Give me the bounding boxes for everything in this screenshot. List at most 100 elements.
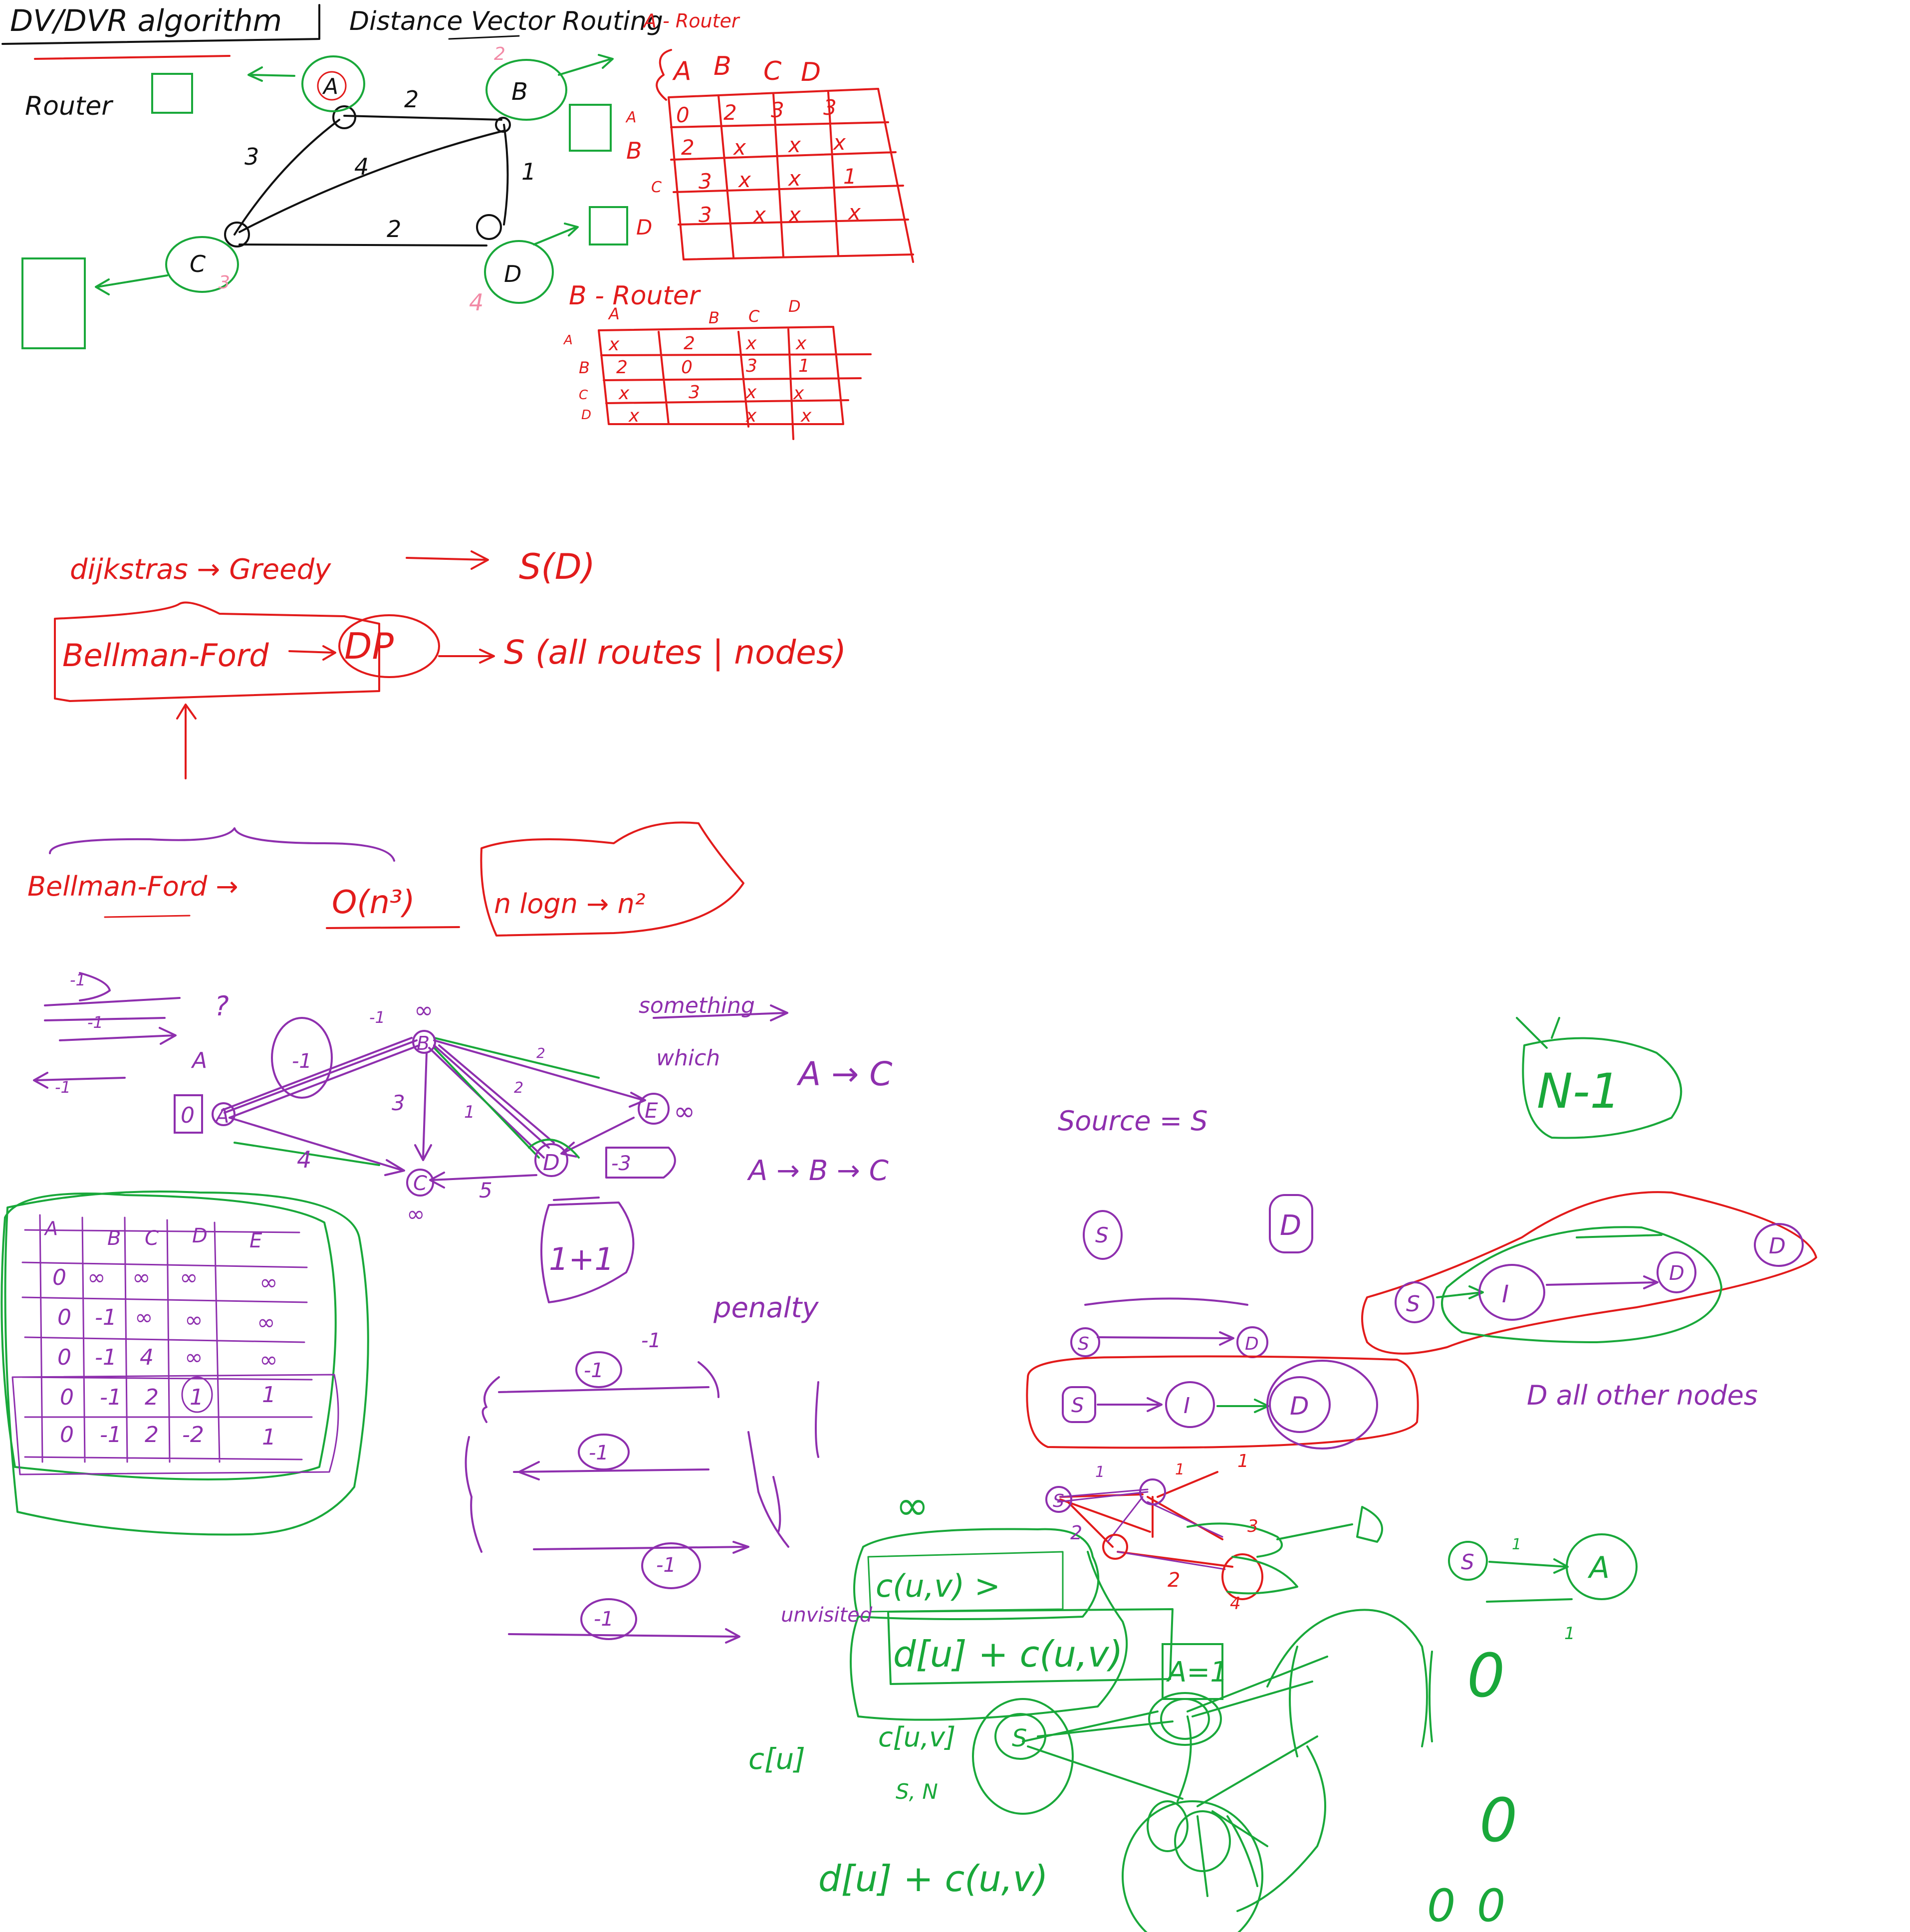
b-cell: 2 xyxy=(684,333,695,354)
node-c-value: ∞ xyxy=(407,1202,425,1227)
d-outer-3 xyxy=(1266,1360,1378,1449)
node-a-circle xyxy=(301,55,365,112)
i-label-3: I xyxy=(1184,1393,1190,1419)
node-b-neg xyxy=(412,1030,436,1054)
sid-red-box xyxy=(1026,1355,1419,1449)
router-label: Router xyxy=(25,91,114,121)
edge-d-c-neg xyxy=(429,1172,537,1189)
relax-outer-loop xyxy=(850,1551,1128,1721)
b-cell: 3 xyxy=(746,356,757,376)
edge-label-ac: 3 xyxy=(244,143,259,170)
edge-a-c-neg xyxy=(229,1117,405,1176)
node-c-neg-label: C xyxy=(413,1172,427,1195)
algorithm-comparison: dijkstras → Greedy S(D) Bellman-Ford DP … xyxy=(27,546,846,937)
node-d-neg xyxy=(534,1143,568,1177)
edge-be-weight: 2 xyxy=(536,1045,545,1061)
d-label-2: D xyxy=(1245,1334,1259,1354)
dp-cell: -1 xyxy=(100,1422,122,1448)
green-network xyxy=(1022,1609,1428,1912)
edge-label-ab: 2 xyxy=(404,86,419,113)
node-d-value: -3 xyxy=(611,1152,631,1175)
a-cell: 2 xyxy=(723,100,737,125)
b-row-a: A xyxy=(563,333,573,348)
edge-label-cd: 2 xyxy=(387,216,401,242)
dp-cell: ∞ xyxy=(185,1307,203,1333)
a-table-grid xyxy=(668,88,914,263)
a-cell: 2 xyxy=(681,135,695,160)
b-pink-number: 2 xyxy=(494,44,505,64)
s-circle xyxy=(1083,1210,1123,1260)
note-a: A xyxy=(191,1048,207,1073)
sid-green-loop xyxy=(1441,1226,1722,1343)
b-cell: x xyxy=(608,334,620,355)
dp-cell: ∞ xyxy=(135,1305,153,1330)
s-label-4: S xyxy=(1406,1291,1420,1317)
note-minus-one: -1 xyxy=(641,1329,661,1352)
sa-weight-top: 1 xyxy=(1512,1536,1521,1553)
b-col-c: C xyxy=(748,307,760,326)
node-d-arrow xyxy=(533,223,579,245)
node-d-neg-label: D xyxy=(543,1150,560,1176)
small-weight: 4 xyxy=(1230,1594,1241,1614)
sa-a-label: A xyxy=(1587,1550,1610,1585)
note-all-other-nodes: D all other nodes xyxy=(1527,1380,1758,1411)
edge-e-d-neg xyxy=(560,1117,635,1158)
a-cell: 3 xyxy=(699,203,712,227)
green-s-outer xyxy=(972,1698,1074,1815)
a-col-c: C xyxy=(763,56,782,86)
note-a-to-c: A → C xyxy=(796,1055,893,1093)
s-label-3: S xyxy=(1071,1394,1084,1417)
a-cell: x xyxy=(832,130,846,155)
edge-label-cb: 4 xyxy=(354,153,369,180)
dp-table: A B C D E xyxy=(0,1191,369,1536)
dp-table-grid xyxy=(21,1214,313,1463)
a-col-a: A xyxy=(672,56,692,86)
a-cell: 3 xyxy=(771,98,784,122)
note-penalty: penalty xyxy=(713,1292,819,1324)
i-circle-3 xyxy=(1165,1381,1215,1428)
brace-circle-4 xyxy=(580,1598,637,1640)
b-row-c: C xyxy=(579,388,588,403)
dp-cell: 2 xyxy=(145,1385,159,1410)
note-d-formula: d[u] + c(u,v) xyxy=(818,1858,1048,1900)
node-b-dot xyxy=(495,117,511,133)
s-to-i-arrow xyxy=(1097,1397,1163,1412)
b-row-d: D xyxy=(581,408,591,423)
d-label-4a: D xyxy=(1669,1262,1684,1285)
small-graph-green xyxy=(1187,1506,1383,1595)
router-box-b xyxy=(569,104,612,152)
zero-mark: 0 xyxy=(1479,1786,1517,1856)
dp-cell: ∞ xyxy=(185,1345,203,1370)
a-router-table: A - Router A B C D A B C D xyxy=(625,10,914,263)
d-label-4b: D xyxy=(1769,1233,1786,1259)
sa-s-node xyxy=(1448,1541,1488,1581)
brace-value: -1 xyxy=(584,1359,604,1382)
a-router-title: A - Router xyxy=(642,10,740,32)
node-a-dot xyxy=(332,105,356,129)
dp-header: E xyxy=(249,1229,262,1252)
edge-c-d xyxy=(239,243,487,246)
small-s-label: S xyxy=(1053,1491,1064,1511)
bellman-arrow xyxy=(288,645,336,661)
b-router-table: B - Router A B C D A B C D xyxy=(563,281,872,440)
s-to-d-arrow xyxy=(1084,1297,1248,1346)
node-d-circle xyxy=(484,240,554,304)
a-row-d: D xyxy=(636,215,652,240)
dp-cell: 0 xyxy=(60,1422,74,1448)
note-unvisited: unvisited xyxy=(781,1604,873,1627)
a-cell: x xyxy=(847,200,861,225)
b-cell: 3 xyxy=(689,382,700,403)
zero-mark: 0 xyxy=(1467,1642,1505,1711)
small-graph-purple xyxy=(1057,1488,1226,1570)
title-underline xyxy=(1,4,320,45)
dp-cell: 2 xyxy=(145,1422,159,1448)
dp-cell: ∞ xyxy=(180,1265,198,1290)
a-cell: 3 xyxy=(823,95,837,120)
b-cell: x xyxy=(618,383,630,404)
node-e-neg-label: E xyxy=(645,1098,658,1123)
dp-cell: 4 xyxy=(140,1345,154,1370)
node-d-green-ring xyxy=(528,1139,580,1159)
bellman-target: S (all routes | nodes) xyxy=(504,633,846,672)
small-b-node xyxy=(1102,1534,1128,1560)
complexity-underline xyxy=(326,926,460,929)
